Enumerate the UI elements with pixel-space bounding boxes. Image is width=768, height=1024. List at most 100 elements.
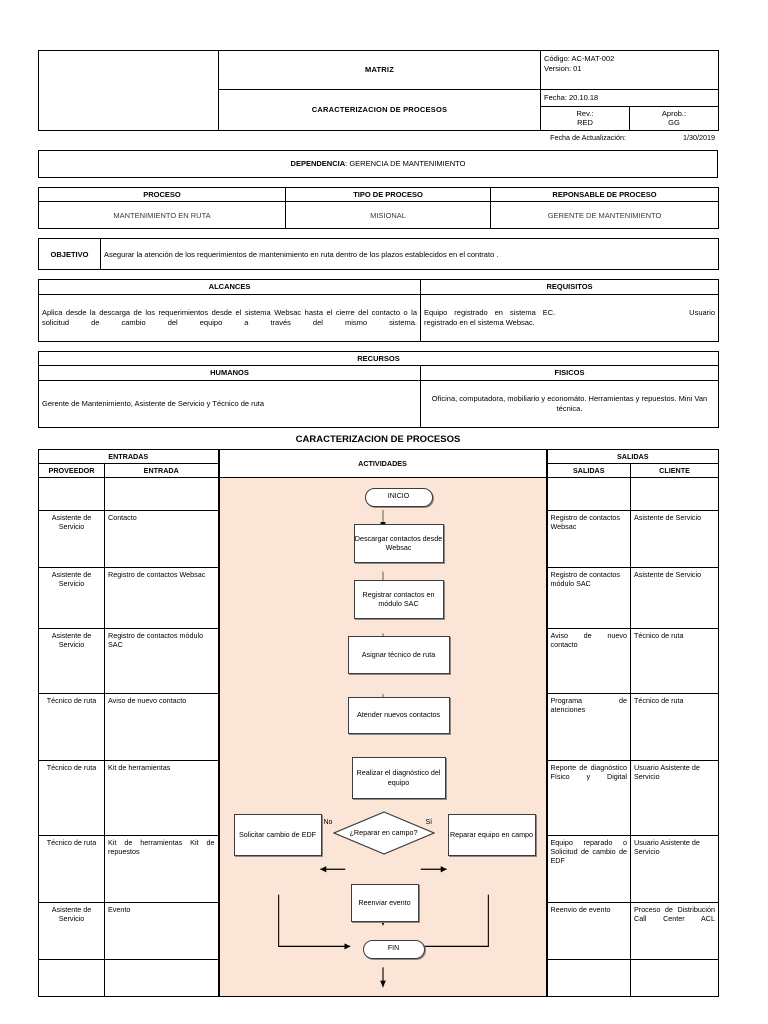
- cell-salida: Reenvio de evento: [546, 901, 631, 960]
- cell-proveedor: [38, 476, 105, 511]
- flow-node-reparar-equipo-label: Reparar equipo en campo: [449, 829, 534, 839]
- codigo-version-cell: Código: AC-MAT-002 Version: 01: [540, 50, 719, 90]
- cell-proveedor: Técnico de ruta: [38, 759, 105, 836]
- humanos-header: HUMANOS: [38, 365, 421, 381]
- flow-node-atender-contactos-label: Atender nuevos contactos: [356, 710, 441, 720]
- flow-node-solicitar-cambio-edf[interactable]: Solicitar cambio de EDF: [233, 813, 322, 856]
- aprob-value: GG: [668, 118, 680, 128]
- flow-node-solicitar-cambio-edf-label: Solicitar cambio de EDF: [238, 829, 317, 839]
- group-salidas-header: SALIDAS: [546, 448, 719, 464]
- recursos-title-row: RECURSOS: [37, 350, 720, 367]
- dependencia-label: DEPENDENCIA: [290, 159, 346, 169]
- cell-proveedor: Asistente de Servicio: [38, 566, 105, 629]
- doc-title: CARACTERIZACION DE PROCESOS: [218, 89, 541, 131]
- spacer-cell: [38, 131, 540, 144]
- flow-node-inicio[interactable]: INICIO: [364, 487, 433, 507]
- proceso-table: PROCESO TIPO DE PROCESO REPONSABLE DE PR…: [38, 186, 719, 230]
- cell-proveedor: Asistente de Servicio: [38, 627, 105, 694]
- cell-proveedor: Asistente de Servicio: [38, 901, 105, 960]
- table-row: Técnico de ruta Aviso de nuevo contacto …: [38, 692, 719, 761]
- fecha-actualizacion-label: Fecha de Actualización:: [550, 133, 626, 142]
- col-salidas-header: SALIDAS: [546, 462, 631, 478]
- flow-column-header-row: PROVEEDOR ENTRADA SALIDAS CLIENTE: [38, 462, 719, 478]
- document-header-table: MATRIZ Código: AC-MAT-002 Version: 01 CA…: [38, 50, 719, 131]
- flow-node-registrar-contactos[interactable]: Registrar contactos en módulo SAC: [353, 579, 444, 619]
- flow-node-realizar-diagnostico[interactable]: Realizar el diagnóstico del equipo: [351, 756, 446, 799]
- cell-cliente: Técnico de ruta: [630, 627, 719, 694]
- spacer: [38, 178, 718, 187]
- flow-node-inicio-label: INICIO: [387, 493, 410, 501]
- edge-label-si: Sí: [425, 818, 433, 826]
- cell-entrada: [104, 958, 219, 997]
- flow-node-decision-reparar[interactable]: ¿Reparar en campo?: [332, 810, 435, 855]
- objetivo-row: OBJETIVO Asegurar la atención de los req…: [38, 238, 719, 271]
- logo-cell: [38, 50, 219, 131]
- rev-label: Rev.:: [576, 108, 594, 118]
- aprob-label: Aprob.:: [661, 108, 687, 118]
- recursos-header-row: HUMANOS FISICOS: [38, 365, 720, 381]
- cell-salida: Equipo reparado o Solicitud de cambio de…: [546, 834, 631, 903]
- proceso-header-1: TIPO DE PROCESO: [285, 186, 491, 203]
- edge-label-no: No: [323, 818, 333, 826]
- col-cliente-header: CLIENTE: [630, 462, 719, 478]
- proceso-value-row: MANTENIMIENTO EN RUTA MISIONAL GERENTE D…: [38, 201, 719, 230]
- header-row-rev-aprob: Rev.: RED Aprob.: GG: [39, 105, 719, 131]
- cell-cliente: Proceso de Distribución Call Center ACL: [630, 901, 719, 960]
- proceso-header-2: REPONSABLE DE PROCESO: [490, 186, 719, 203]
- dependencia-colon: :: [345, 159, 350, 169]
- table-row: Técnico de ruta Kit de herramientas Kit …: [38, 834, 719, 903]
- objetivo-label: OBJETIVO: [38, 238, 101, 271]
- flow-node-reenviar-evento-label: Reenviar evento: [358, 897, 411, 907]
- spacer: [38, 342, 718, 351]
- flow-node-descargar-contactos-label: Descargar contactos desde Websac: [354, 533, 443, 552]
- cell-cliente: [630, 476, 719, 511]
- table-row: Asistente de Servicio Registro de contac…: [38, 627, 719, 694]
- requisitos-text-2: Usuario registrado en el sistema Websac.: [424, 308, 715, 327]
- alcances-body-row: Aplica desde la descarga de los requerim…: [38, 293, 719, 342]
- fecha-cell: Fecha: 20.10.18: [540, 89, 719, 107]
- requisitos-header: REQUISITOS: [420, 279, 719, 295]
- cell-salida: Aviso de nuevo contacto: [546, 627, 631, 694]
- flow-group-header-row: ENTRADAS ACTIVIDADES SALIDAS: [38, 448, 719, 478]
- table-row: Técnico de ruta Kit de herramientas Repo…: [38, 759, 719, 836]
- flow-node-reparar-equipo[interactable]: Reparar equipo en campo: [447, 813, 536, 856]
- cell-entrada: Registro de contactos Websac: [104, 566, 219, 629]
- cell-salida: Reporte de diagnóstico Físico y Digital: [546, 759, 631, 836]
- flow-node-registrar-contactos-label: Registrar contactos en módulo SAC: [362, 589, 435, 608]
- proceso-header-0: PROCESO: [38, 186, 286, 203]
- document-page: MATRIZ Código: AC-MAT-002 Version: 01 CA…: [37, 50, 720, 997]
- cell-proveedor: Asistente de Servicio: [38, 509, 105, 568]
- flow-node-decision-reparar-label: ¿Reparar en campo?: [349, 827, 418, 837]
- fecha-actualizacion-row: Fecha de Actualización: 1/30/2019: [38, 131, 718, 144]
- cell-entrada: Aviso de nuevo contacto: [104, 692, 219, 761]
- flow-node-realizar-diagnostico-label: Realizar el diagnóstico del equipo: [356, 768, 441, 787]
- cell-salida: Registro de contactos Websac: [546, 509, 631, 568]
- header-row-matriz: MATRIZ Código: AC-MAT-002 Version: 01: [38, 50, 719, 131]
- dependencia-cell: DEPENDENCIA: GERENCIA DE MANTENIMIENTO: [38, 150, 718, 178]
- proceso-value-0: MANTENIMIENTO EN RUTA: [38, 201, 286, 230]
- spacer: [38, 270, 718, 279]
- cell-salida: [546, 958, 631, 997]
- cell-salida: Registro de contactos módulo SAC: [546, 566, 631, 629]
- cell-entrada: Registro de contactos módulo SAC: [104, 627, 219, 694]
- cell-cliente: [630, 958, 719, 997]
- flow-node-atender-contactos[interactable]: Atender nuevos contactos: [347, 696, 450, 734]
- flow-node-fin[interactable]: FIN: [362, 939, 425, 959]
- fecha-actualizacion-table: Fecha de Actualización: 1/30/2019: [38, 131, 718, 144]
- cell-entrada: Kit de herramientas: [104, 759, 219, 836]
- humanos-text: Gerente de Mantenimiento, Asistente de S…: [38, 379, 421, 428]
- recursos-title: RECURSOS: [37, 350, 720, 367]
- flow-node-descargar-contactos[interactable]: Descargar contactos desde Websac: [353, 523, 444, 563]
- cell-proveedor: Técnico de ruta: [38, 692, 105, 761]
- codigo-text: Código: AC-MAT-002: [544, 54, 615, 63]
- table-row: Asistente de Servicio Registro de contac…: [38, 566, 719, 629]
- actividades-flowchart-cell: INICIO Descargar contactos desde Websac …: [217, 476, 548, 997]
- cell-salida: Programa de atenciones: [546, 692, 631, 761]
- cell-salida: [546, 476, 631, 511]
- flow-node-reenviar-evento[interactable]: Reenviar evento: [350, 883, 419, 922]
- table-row: Asistente de Servicio Contacto Registro …: [38, 509, 719, 568]
- alcances-requisitos-table: ALCANCES REQUISITOS Aplica desde la desc…: [38, 279, 719, 342]
- flowchart-canvas: INICIO Descargar contactos desde Websac …: [220, 478, 546, 996]
- dependencia-table: DEPENDENCIA: GERENCIA DE MANTENIMIENTO: [38, 150, 718, 178]
- flow-node-asignar-tecnico[interactable]: Asignar técnico de ruta: [347, 635, 450, 674]
